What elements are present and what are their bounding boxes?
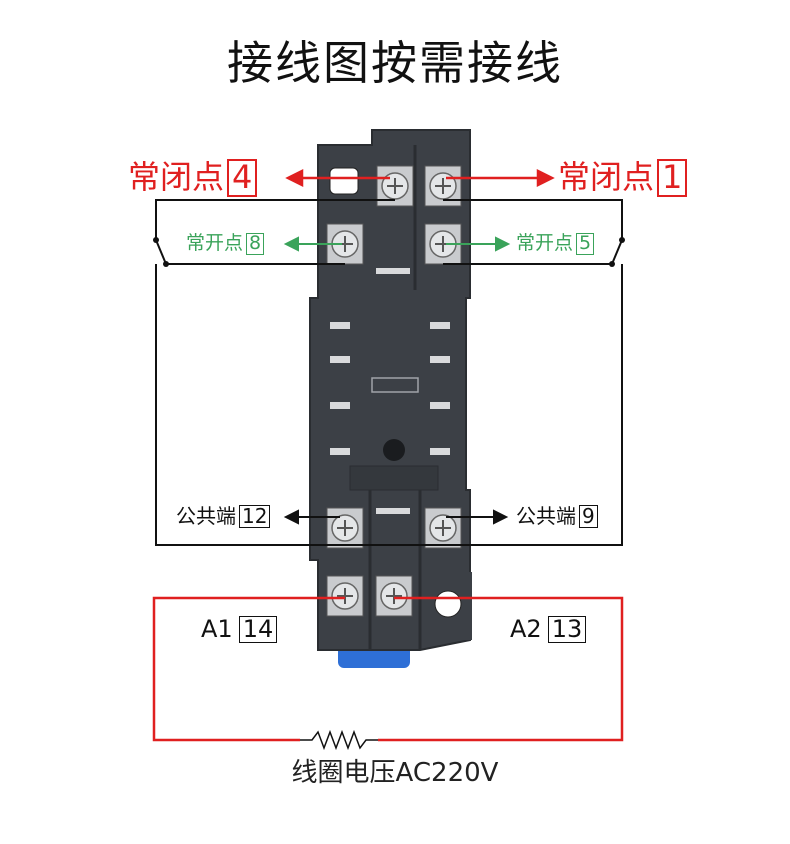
nc-label-left-text: 常闭点 [128, 158, 225, 196]
resistor-icon [300, 729, 378, 751]
coil-wiring [152, 596, 624, 742]
com-label-left-text: 公共端 [176, 504, 236, 528]
common-circuit-wiring [155, 199, 623, 546]
terminal-number-14: 14 [238, 616, 278, 644]
socket-slots [330, 268, 450, 514]
center-hole [383, 439, 405, 461]
no-label-left-text: 常开点 [186, 232, 244, 254]
terminal-number-12: 12 [239, 505, 271, 528]
coil-voltage-caption: 线圈电压AC220V [291, 758, 499, 788]
terminal-number-1: 1 [657, 159, 688, 197]
com-label-right-text: 公共端 [516, 504, 576, 528]
terminal-number-9: 9 [579, 505, 598, 528]
brand-plate [371, 377, 419, 393]
terminal-number-4: 4 [227, 159, 258, 197]
nc-label-right-text: 常闭点 [558, 158, 655, 196]
socket-divider-bar [349, 465, 439, 491]
terminal-number-8: 8 [246, 233, 265, 255]
page-title: 接线图按需接线 [227, 36, 563, 90]
terminal-number-13: 13 [547, 616, 587, 644]
mounting-hole-top [329, 167, 359, 195]
com-arrows [283, 509, 509, 525]
no-label-right-text: 常开点 [516, 232, 574, 254]
no-arrows [283, 236, 511, 252]
nc-arrows [285, 168, 555, 188]
coil-label-a1-text: A1 [201, 615, 233, 643]
mounting-hole-bottom-circle [434, 590, 462, 618]
terminal-number-5: 5 [576, 233, 595, 255]
coil-label-a2-text: A2 [510, 615, 542, 643]
